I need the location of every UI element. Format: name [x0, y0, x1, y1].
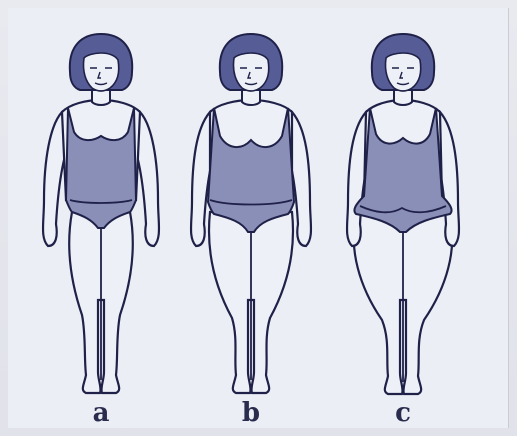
figure-b: [191, 34, 311, 393]
figure-a: [43, 34, 159, 393]
figure-c-face: [385, 53, 420, 91]
figure-b-label: b: [231, 400, 271, 426]
figure-a-label: a: [81, 400, 121, 426]
figure-c-label: c: [383, 400, 423, 426]
figure-b-face: [233, 53, 268, 91]
figure-c: [347, 34, 459, 394]
figure-a-face: [83, 53, 118, 91]
